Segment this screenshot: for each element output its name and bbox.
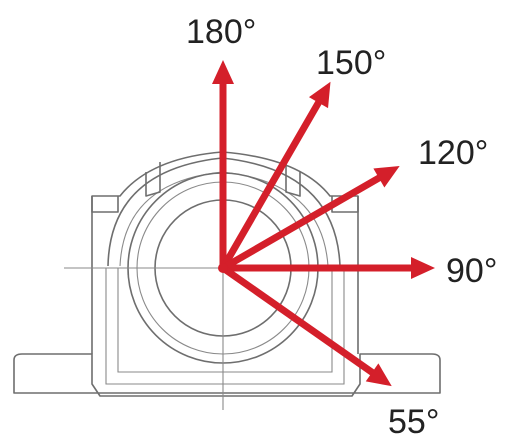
housing-lower-inner — [105, 268, 345, 385]
load-arrow-55 — [220, 265, 392, 387]
arrow-shaft-120 — [221, 173, 383, 272]
arrow-head-180 — [212, 60, 234, 84]
angle-label-180: 180° — [186, 13, 256, 51]
arrow-shaft-55 — [220, 265, 376, 377]
angle-labels: 180° 150° 120° 90° 55° — [186, 13, 497, 441]
load-arrow-90 — [223, 257, 435, 279]
load-arrow-180 — [212, 60, 234, 268]
arrow-origin — [218, 263, 228, 273]
housing-lug-right — [285, 162, 301, 197]
housing-lug-left — [145, 162, 161, 197]
angle-label-150: 150° — [316, 44, 386, 82]
arrow-head-120 — [373, 166, 400, 188]
load-arrow-120 — [221, 166, 400, 272]
angle-label-55: 55° — [388, 403, 439, 441]
arrow-head-90 — [411, 257, 435, 279]
load-arrows — [212, 60, 435, 387]
arrow-shaft-150 — [219, 99, 323, 270]
angle-label-90: 90° — [446, 252, 497, 290]
housing-left-flange — [91, 196, 119, 213]
arrow-head-150 — [308, 81, 331, 109]
angle-label-120: 120° — [418, 134, 488, 172]
load-arrow-150 — [219, 81, 331, 270]
housing-lower-inner-2 — [117, 268, 333, 373]
housing-base — [13, 353, 441, 397]
arrow-head-55 — [365, 363, 392, 387]
